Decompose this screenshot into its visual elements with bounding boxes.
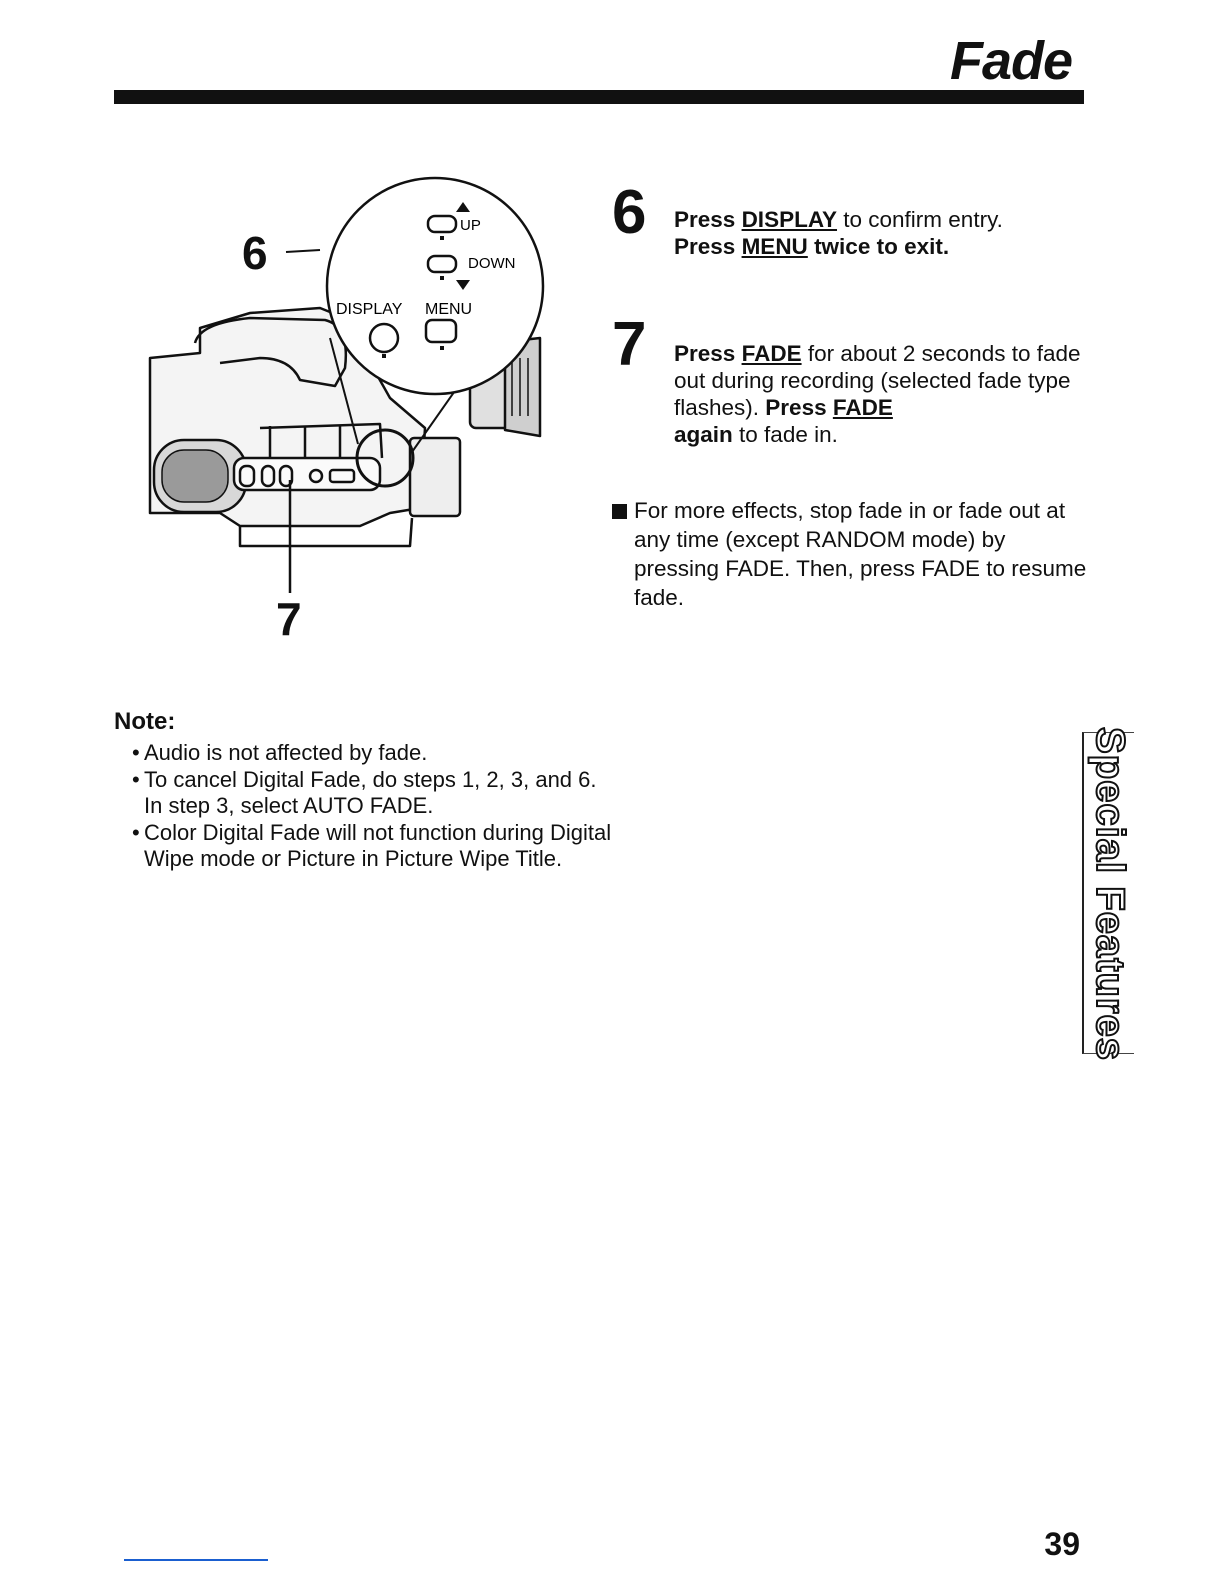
list-item: Color Digital Fade will not function dur… xyxy=(132,820,614,873)
fade-button-ref: FADE xyxy=(741,341,802,366)
step-6: 6 Press DISPLAY to confirm entry. Press … xyxy=(612,182,1082,260)
note-list: Audio is not affected by fade. To cancel… xyxy=(114,740,614,873)
page-number: 39 xyxy=(1044,1526,1080,1562)
fade-button-ref-2: FADE xyxy=(832,395,893,420)
step-7-text: Press FADE for about 2 seconds to fade o… xyxy=(674,314,1082,448)
camcorder-illustration: UP DOWN DISPLAY MENU 6 7 xyxy=(140,168,560,648)
up-label: UP xyxy=(460,217,481,234)
step-6-text: Press DISPLAY to confirm entry. Press ME… xyxy=(674,182,1082,260)
side-tab-label: Special Features xyxy=(1087,726,1133,1062)
step-number: 6 xyxy=(612,178,647,247)
down-label: DOWN xyxy=(468,255,516,272)
step-7-press: Press xyxy=(674,341,742,366)
section-side-tab: Special Features xyxy=(1082,726,1134,1062)
step-7-press-2: Press xyxy=(765,395,833,420)
callout-6: 6 xyxy=(242,227,268,279)
step-7-text-2: to fade in. xyxy=(732,422,838,447)
step-6-text-2: twice to exit. xyxy=(807,234,950,259)
step-7: 7 Press FADE for about 2 seconds to fade… xyxy=(612,314,1082,448)
step-7-again: again xyxy=(674,422,733,447)
page-title: Fade xyxy=(949,31,1073,91)
square-bullet-icon xyxy=(612,504,627,519)
list-item: To cancel Digital Fade, do steps 1, 2, 3… xyxy=(132,767,614,820)
step-6-press: Press xyxy=(674,207,742,232)
step-6-text-1: to confirm entry. xyxy=(837,207,1003,232)
effects-text: For more effects, stop fade in or fade o… xyxy=(634,498,1087,610)
effects-bullet: For more effects, stop fade in or fade o… xyxy=(612,496,1092,612)
list-item: Audio is not affected by fade. xyxy=(132,740,614,767)
note-section: Note: Audio is not affected by fade. To … xyxy=(114,708,614,873)
display-label: DISPLAY xyxy=(336,301,403,318)
menu-label: MENU xyxy=(425,301,472,318)
step-7-text-1: for about 2 seconds to fade out during r… xyxy=(674,341,1081,420)
header-rule xyxy=(114,90,1084,104)
step-6-press-2: Press xyxy=(674,234,742,259)
step-number: 7 xyxy=(612,310,647,379)
menu-button-ref: MENU xyxy=(741,234,808,259)
note-heading: Note: xyxy=(114,708,176,735)
camcorder-drawing: UP DOWN DISPLAY MENU xyxy=(148,176,545,593)
display-button-ref: DISPLAY xyxy=(741,207,838,232)
footer-line xyxy=(124,1559,268,1561)
callout-7: 7 xyxy=(276,593,302,645)
